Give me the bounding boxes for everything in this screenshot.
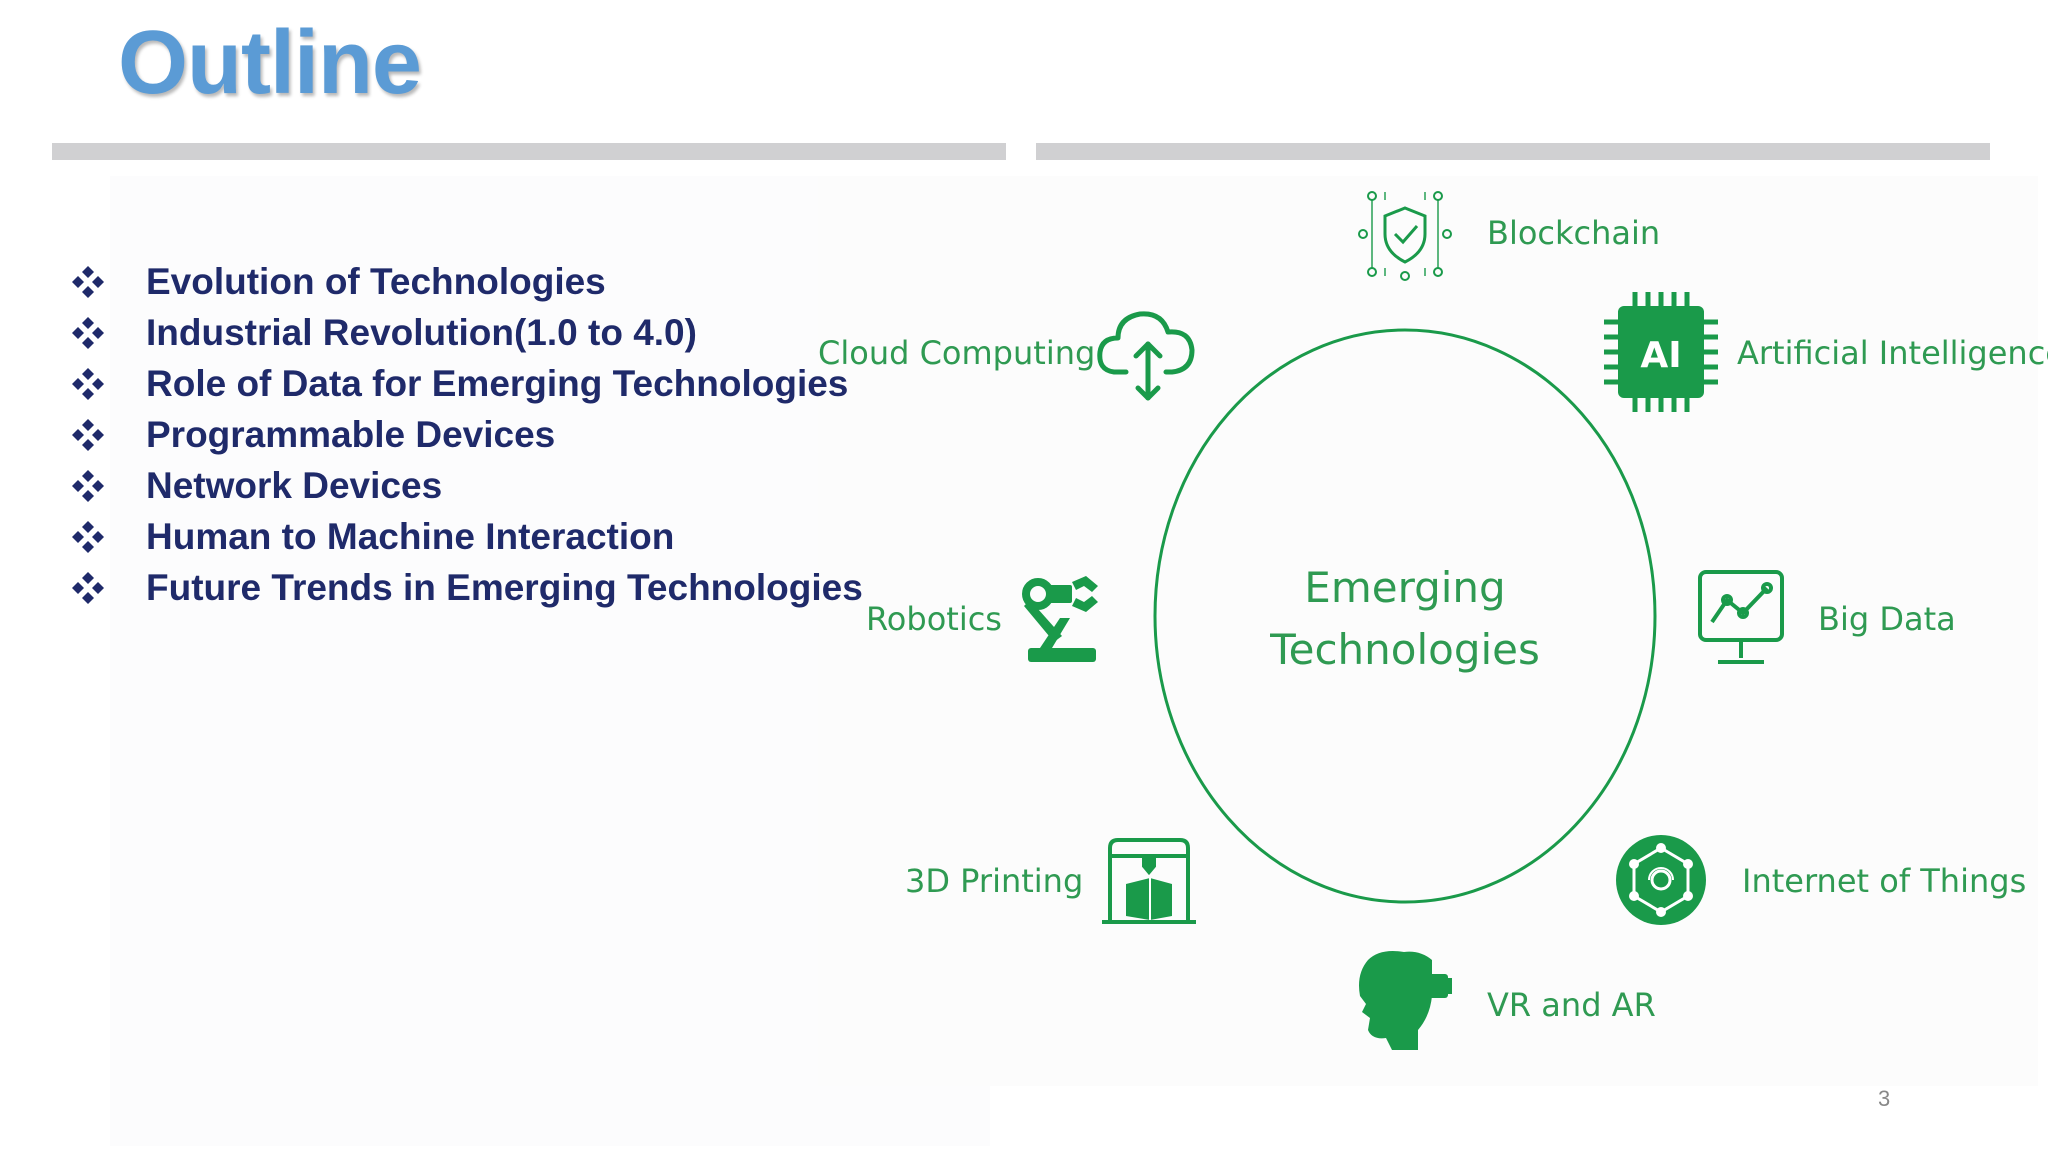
- title-divider-left: [52, 143, 1006, 160]
- node-label-big-data: Big Data: [1818, 600, 1956, 638]
- node-label-artificial-intelligence: Artificial Intelligence: [1737, 334, 2048, 372]
- 3d-printer-icon: [1102, 838, 1196, 924]
- diamond-bullet-icon: [72, 316, 104, 349]
- node-label-robotics: Robotics: [866, 600, 1002, 638]
- node-label-blockchain: Blockchain: [1487, 214, 1660, 252]
- outline-item: Human to Machine Interaction: [70, 511, 863, 562]
- analytics-monitor-icon: [1698, 570, 1784, 664]
- outline-item-text: Programmable Devices: [146, 413, 556, 455]
- title-divider-right: [1036, 143, 1990, 160]
- page-number: 3: [1878, 1086, 1891, 1111]
- outline-item: Network Devices: [70, 460, 863, 511]
- node-label-internet-of-things: Internet of Things: [1742, 862, 2026, 900]
- node-label-cloud-computing: Cloud Computing: [818, 334, 1095, 372]
- outline-item: Role of Data for Emerging Technologies: [70, 358, 863, 409]
- outline-item-text: Human to Machine Interaction: [146, 515, 675, 557]
- outline-item: Industrial Revolution(1.0 to 4.0): [70, 307, 863, 358]
- outline-item: Evolution of Technologies: [70, 256, 863, 307]
- svg-text:AI: AI: [1640, 335, 1681, 376]
- diagram-background: [818, 176, 2038, 1086]
- outline-item-text: Role of Data for Emerging Technologies: [146, 362, 849, 404]
- outline-item-text: Industrial Revolution(1.0 to 4.0): [146, 311, 697, 353]
- iot-network-icon: [1616, 835, 1706, 925]
- outline-item: Future Trends in Emerging Technologies: [70, 562, 863, 613]
- diamond-bullet-icon: [72, 469, 104, 502]
- cloud-upload-icon: [1097, 311, 1195, 401]
- diamond-bullet-icon: [72, 367, 104, 400]
- center-label-line2: Technologies: [1269, 625, 1540, 674]
- outline-item-text: Future Trends in Emerging Technologies: [146, 566, 863, 608]
- blockchain-icon: [1358, 191, 1452, 281]
- robotic-arm-icon: [1022, 576, 1098, 662]
- center-label-line1: Emerging: [1304, 563, 1505, 612]
- node-label-3d-printing: 3D Printing: [905, 862, 1083, 900]
- diamond-bullet-icon: [72, 520, 104, 553]
- diamond-bullet-icon: [72, 418, 104, 451]
- ai-chip-icon: AI: [1604, 292, 1718, 412]
- outline-list: Evolution of Technologies Industrial Rev…: [70, 256, 863, 613]
- vr-headset-icon: [1359, 951, 1452, 1050]
- node-label-vr-and-ar: VR and AR: [1487, 986, 1656, 1024]
- center-ellipse: [1153, 328, 1657, 904]
- diamond-bullet-icon: [72, 265, 104, 298]
- outline-item-text: Network Devices: [146, 464, 443, 506]
- outline-item-text: Evolution of Technologies: [146, 260, 606, 302]
- slide-title: Outline: [118, 13, 422, 113]
- outline-item: Programmable Devices: [70, 409, 863, 460]
- diamond-bullet-icon: [72, 571, 104, 604]
